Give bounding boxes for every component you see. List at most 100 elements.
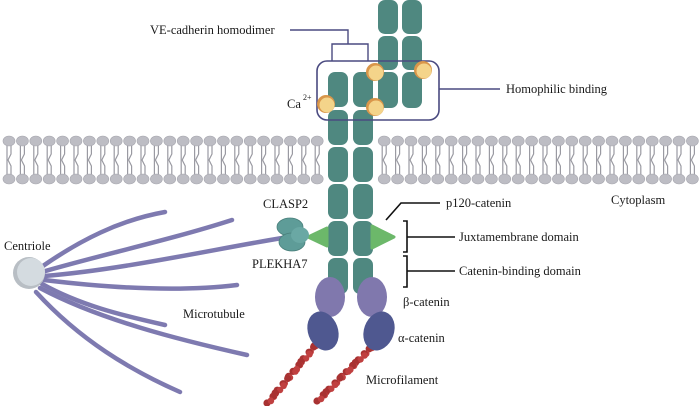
ve-cadherin-homodimer: [328, 72, 373, 294]
lipid: [578, 135, 592, 185]
lipid: [109, 135, 123, 185]
lipid: [96, 135, 110, 185]
lipid: [297, 135, 311, 185]
lipid: [685, 135, 700, 185]
lipid: [645, 135, 659, 185]
p120-leader: [385, 202, 440, 221]
microtubules: [33, 209, 285, 395]
lipid: [524, 135, 539, 185]
ec-domain: [378, 0, 398, 34]
lipid: [431, 135, 445, 185]
lipid: [230, 135, 244, 185]
label-beta-catenin: β-catenin: [403, 295, 450, 309]
microtubule-strand: [41, 277, 240, 291]
lipid: [404, 135, 418, 185]
lipid: [243, 135, 257, 185]
label-cytoplasm: Cytoplasm: [611, 193, 665, 207]
lipid: [190, 135, 204, 185]
microtubule-strand: [39, 281, 168, 328]
ec-domain: [402, 72, 422, 108]
label-centriole: Centriole: [4, 239, 51, 253]
label-alpha-catenin: α-catenin: [398, 331, 446, 345]
lipid: [15, 135, 29, 185]
lipid: [511, 135, 525, 185]
clasp2-plekha7-complex: [276, 217, 309, 252]
cadherin-domain: [353, 72, 373, 107]
actin-bead: [332, 381, 339, 388]
cadherin-domain: [328, 147, 348, 182]
actin-bead: [267, 397, 275, 405]
cadherin-domain: [328, 221, 348, 256]
lipid: [538, 135, 552, 185]
label-p120-catenin: p120-catenin: [446, 196, 512, 210]
cadherin-domain: [353, 184, 373, 219]
lipid: [42, 135, 56, 185]
lipid: [69, 135, 83, 185]
cadherin-domain: [353, 110, 373, 145]
lipid: [471, 135, 485, 185]
microfilament-left: [263, 342, 320, 406]
lipid: [270, 135, 284, 185]
alpha-catenin: [363, 311, 395, 351]
microtubule-strand: [37, 285, 250, 358]
p120-catenin-left: [306, 226, 329, 248]
label-catenin-binding-domain: Catenin-binding domain: [459, 264, 582, 278]
lipid: [2, 135, 16, 185]
lipid: [417, 135, 431, 185]
lipid: [310, 135, 324, 185]
lipid: [551, 135, 566, 185]
lipid: [632, 135, 646, 185]
lipid: [605, 135, 619, 185]
lipid: [658, 135, 673, 185]
lipid: [149, 135, 163, 185]
actin-bead: [280, 382, 287, 389]
actin-bead: [357, 356, 364, 363]
homodimer-leader: [290, 29, 369, 61]
juxtamembrane-bracket: [403, 220, 455, 253]
microtubule-strand: [37, 209, 168, 271]
labels: VE-cadherin homodimer Homophilic binding…: [4, 23, 665, 387]
beta-catenin: [357, 277, 387, 317]
cadherin-domain: [353, 221, 373, 256]
actin-bead: [284, 374, 292, 383]
label-clasp2: CLASP2: [263, 197, 308, 211]
lipid: [565, 135, 579, 185]
ec-domain: [402, 0, 422, 34]
lipid: [257, 135, 271, 185]
lipid: [29, 135, 43, 185]
calcium-ion: [414, 61, 432, 79]
label-plekha7: PLEKHA7: [252, 257, 308, 271]
cell-membrane: [2, 135, 700, 185]
actin-bead: [345, 368, 352, 375]
lipid: [591, 135, 606, 185]
lipid: [377, 135, 391, 185]
label-microtubule: Microtubule: [183, 307, 245, 321]
p120-catenin-right: [370, 224, 396, 250]
beta-catenin: [315, 277, 345, 317]
lipid: [444, 135, 458, 185]
lipid: [484, 135, 498, 185]
lipid: [136, 135, 150, 185]
lipid: [82, 135, 97, 185]
label-homophilic-binding: Homophilic binding: [506, 82, 608, 96]
calcium-ions: [317, 61, 432, 116]
lipid: [216, 135, 230, 185]
label-calcium-charge: 2+: [303, 93, 312, 102]
cadherin-domain: [328, 184, 348, 219]
catenin-complex-left: [307, 277, 345, 351]
actin-bead: [336, 374, 344, 382]
microtubule-strand: [33, 289, 183, 395]
domain-leaders: [385, 202, 455, 288]
actin-bead: [317, 395, 325, 403]
actin-bead: [328, 385, 335, 392]
lipid: [498, 135, 512, 185]
microfilament-right: [313, 344, 376, 405]
lipid: [672, 135, 686, 185]
label-microfilament: Microfilament: [366, 373, 439, 387]
ec-domain: [378, 36, 398, 70]
cadherin-adjacent-cell: [378, 0, 422, 108]
lipid: [458, 135, 472, 185]
actin-bead: [302, 355, 310, 362]
lipid: [123, 135, 137, 185]
